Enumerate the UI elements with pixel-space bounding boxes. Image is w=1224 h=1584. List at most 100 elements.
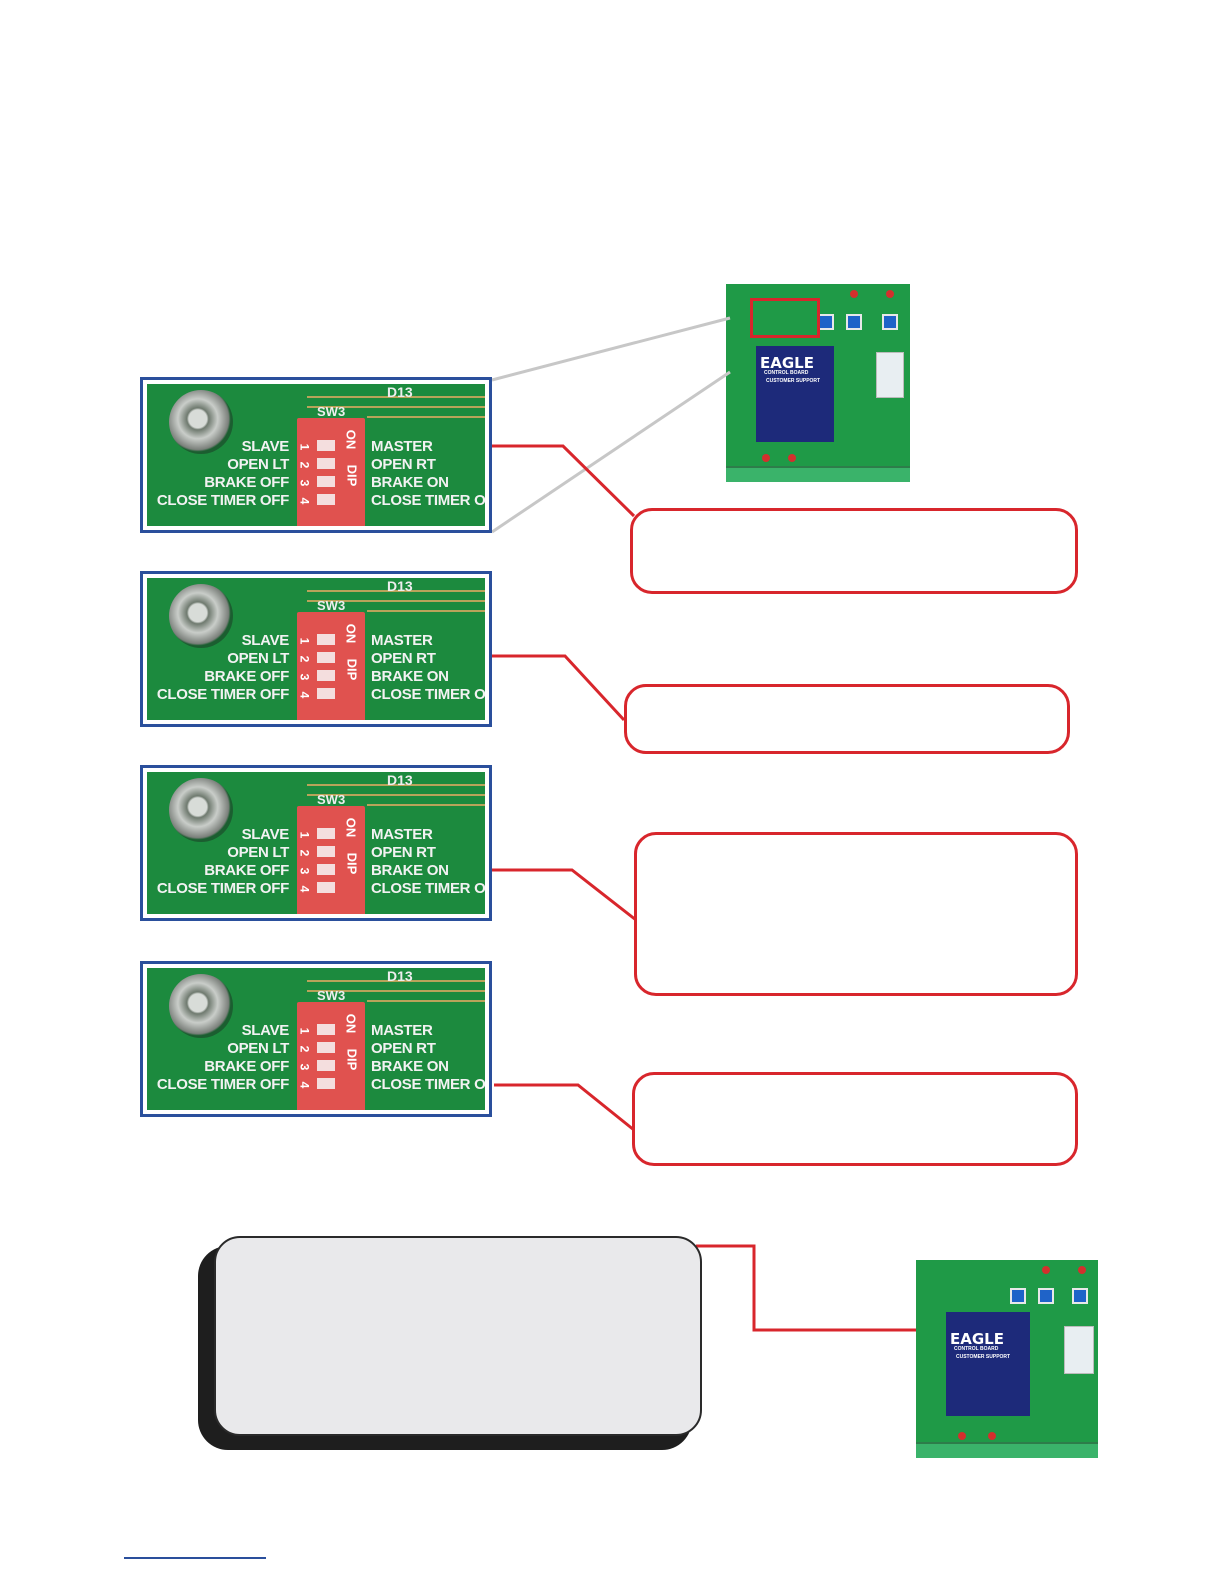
pcb-closeup: D13 SW3 SLAVE OPEN LT BRAKE OFF CLOSE TI… (147, 578, 485, 720)
dip-number: 2 (297, 656, 311, 663)
sw3-label: SW3 (317, 988, 345, 1003)
label-slave: SLAVE (242, 1022, 289, 1040)
led (1042, 1266, 1050, 1274)
d13-label: D13 (387, 384, 413, 400)
board-label-sticker (946, 1312, 1030, 1416)
label-open-lt: OPEN LT (227, 1040, 289, 1058)
label-open-lt: OPEN LT (227, 650, 289, 668)
dip-on-label: ON (343, 430, 358, 450)
label-close-timer-on: CLOSE TIMER ON (371, 1076, 485, 1094)
dip-number: 3 (297, 1064, 311, 1071)
label-brake-on: BRAKE ON (371, 862, 449, 880)
dip-slot-4 (317, 1078, 335, 1089)
dip-number: 4 (297, 692, 311, 699)
dip-slot-3 (317, 670, 335, 681)
pcb-closeup: D13 SW3 SLAVE OPEN LT BRAKE OFF CLOSE TI… (147, 968, 485, 1110)
dip-slot-2 (317, 846, 335, 857)
dip-slot-2 (317, 1042, 335, 1053)
note-box (214, 1236, 702, 1436)
dip-on-label: ON (343, 624, 358, 644)
dip-number: 2 (297, 462, 311, 469)
board-support: CUSTOMER SUPPORT (956, 1354, 1010, 1360)
potentiometer (1072, 1288, 1088, 1304)
dip-slot-1 (317, 634, 335, 645)
sw3-label: SW3 (317, 598, 345, 613)
label-brake-off: BRAKE OFF (204, 862, 289, 880)
dip-number: 1 (297, 1028, 311, 1035)
dip-number: 1 (297, 638, 311, 645)
label-open-lt: OPEN LT (227, 844, 289, 862)
label-open-rt: OPEN RT (371, 650, 436, 668)
label-slave: SLAVE (242, 438, 289, 456)
led (988, 1432, 996, 1440)
dip-number: 1 (297, 832, 311, 839)
dip-number: 4 (297, 498, 311, 505)
label-close-timer-on: CLOSE TIMER ON (371, 686, 485, 704)
screw-icon (169, 778, 233, 842)
dip-slot-2 (317, 652, 335, 663)
dip-dip-label: DIP (344, 465, 359, 487)
dip-switch: 1 2 3 4 ON DIP (297, 612, 365, 720)
label-brake-off: BRAKE OFF (204, 668, 289, 686)
footer-rule (124, 1557, 266, 1559)
board-brand-sub: CONTROL BOARD (954, 1346, 998, 1352)
sw3-label: SW3 (317, 404, 345, 419)
sw3-label: SW3 (317, 792, 345, 807)
dip-slot-3 (317, 1060, 335, 1071)
label-slave: SLAVE (242, 632, 289, 650)
label-master: MASTER (371, 438, 433, 456)
screw-icon (169, 974, 233, 1038)
label-open-rt: OPEN RT (371, 1040, 436, 1058)
dip-slot-3 (317, 864, 335, 875)
dip-dip-label: DIP (344, 1049, 359, 1071)
potentiometer (1010, 1288, 1026, 1304)
screw-icon (169, 584, 233, 648)
label-close-timer-off: CLOSE TIMER OFF (157, 492, 289, 510)
pcb-closeup: D13 SW3 SLAVE OPEN LT BRAKE OFF CLOSE TI… (147, 384, 485, 526)
switch-zoom-panel-4: D13 SW3 SLAVE OPEN LT BRAKE OFF CLOSE TI… (140, 961, 492, 1117)
label-brake-on: BRAKE ON (371, 1058, 449, 1076)
d13-label: D13 (387, 578, 413, 594)
dip-dip-label: DIP (344, 853, 359, 875)
callout-box-1 (630, 508, 1078, 594)
label-master: MASTER (371, 1022, 433, 1040)
label-master: MASTER (371, 632, 433, 650)
led (958, 1432, 966, 1440)
dip-slot-1 (317, 440, 335, 451)
dip-number: 2 (297, 850, 311, 857)
pcb-closeup: D13 SW3 SLAVE OPEN LT BRAKE OFF CLOSE TI… (147, 772, 485, 914)
callout-box-4 (632, 1072, 1078, 1166)
switch-zoom-panel-3: D13 SW3 SLAVE OPEN LT BRAKE OFF CLOSE TI… (140, 765, 492, 921)
label-close-timer-off: CLOSE TIMER OFF (157, 880, 289, 898)
dip-number: 4 (297, 886, 311, 893)
dip-number: 3 (297, 674, 311, 681)
label-close-timer-on: CLOSE TIMER ON (371, 880, 485, 898)
callout-box-2 (624, 684, 1070, 754)
dip-switch: 1 2 3 4 ON DIP (297, 418, 365, 526)
label-brake-off: BRAKE OFF (204, 1058, 289, 1076)
dip-slot-2 (317, 458, 335, 469)
label-brake-off: BRAKE OFF (204, 474, 289, 492)
led (1078, 1266, 1086, 1274)
label-open-rt: OPEN RT (371, 456, 436, 474)
dip-slot-3 (317, 476, 335, 487)
switch-zoom-panel-2: D13 SW3 SLAVE OPEN LT BRAKE OFF CLOSE TI… (140, 571, 492, 727)
dip-dip-label: DIP (344, 659, 359, 681)
terminal-block (916, 1442, 1098, 1458)
label-slave: SLAVE (242, 826, 289, 844)
label-brake-on: BRAKE ON (371, 668, 449, 686)
dip-switch: 1 2 3 4 ON DIP (297, 806, 365, 914)
dip-number: 4 (297, 1082, 311, 1089)
dip-number: 3 (297, 480, 311, 487)
label-close-timer-on: CLOSE TIMER ON (371, 492, 485, 510)
dip-number: 3 (297, 868, 311, 875)
connector (1064, 1326, 1094, 1374)
screw-icon (169, 390, 233, 454)
callout-box-3 (634, 832, 1078, 996)
label-close-timer-off: CLOSE TIMER OFF (157, 686, 289, 704)
dip-on-label: ON (343, 818, 358, 838)
label-open-lt: OPEN LT (227, 456, 289, 474)
label-master: MASTER (371, 826, 433, 844)
dip-slot-4 (317, 882, 335, 893)
dip-switch: 1 2 3 4 ON DIP (297, 1002, 365, 1110)
